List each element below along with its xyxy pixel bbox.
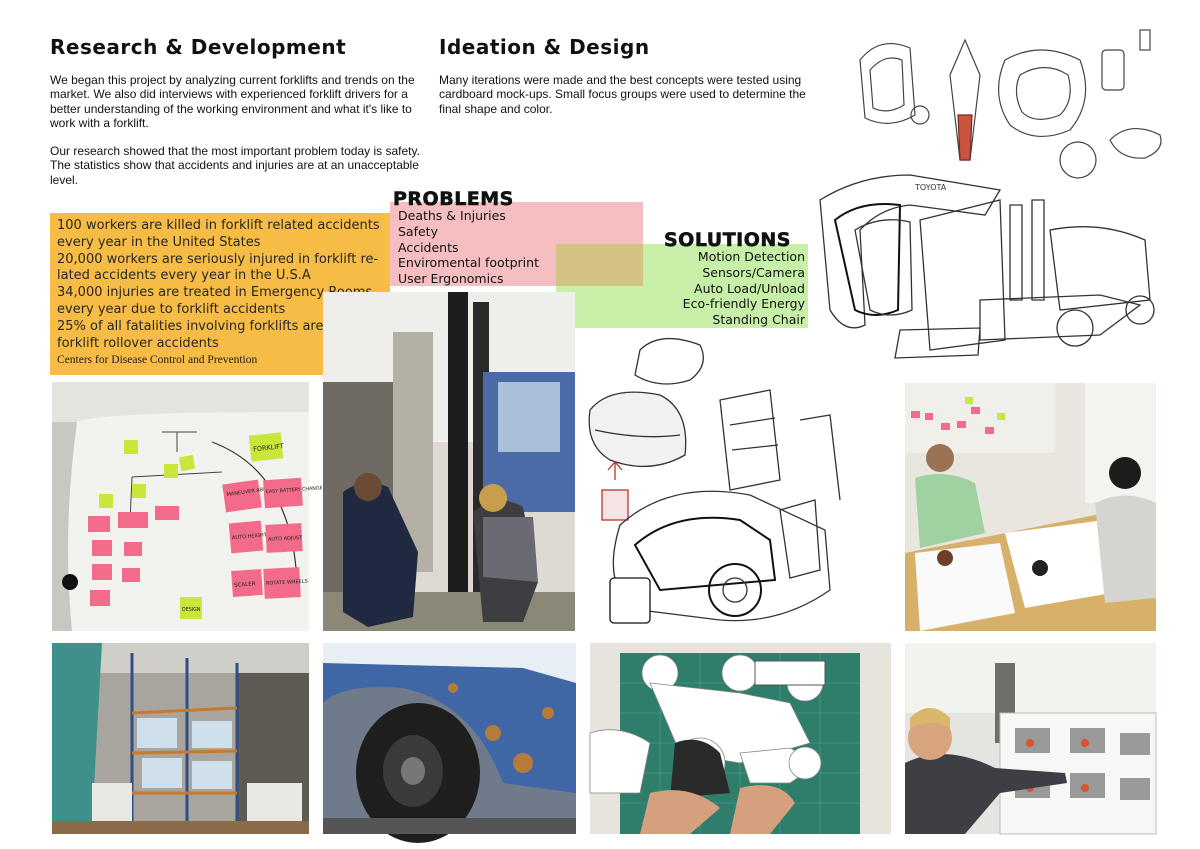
stats-line: every year in the United States — [57, 234, 261, 250]
stats-list: 100 workers are killed in forklift relat… — [50, 213, 390, 352]
photo-design-meeting — [905, 383, 1156, 631]
stats-line: lated accidents every year in the U.S.A — [57, 268, 311, 284]
stats-line: 25% of all fatalities involving forklift… — [57, 318, 370, 334]
problem-item: User Ergonomics — [398, 271, 504, 287]
problems-heading: PROBLEMS — [393, 188, 514, 211]
stats-source: Centers for Disease Control and Preventi… — [57, 354, 258, 367]
problem-item: Enviromental footprint — [398, 255, 539, 271]
stats-line: 34,000 injuries are treated in Emergency… — [57, 285, 373, 301]
solution-item: Auto Load/Unload — [694, 280, 805, 296]
stats-line: every year due to forklift accidents — [57, 301, 286, 317]
photo-user-feedback — [905, 643, 1157, 835]
research-heading: Research & Development — [50, 35, 347, 59]
sticky-label: AUTO HEIGHT FORK — [232, 531, 283, 541]
problem-item: Accidents — [398, 239, 459, 255]
sticky-label: EASY BATTERY CHANGE — [266, 485, 323, 495]
solution-item: Motion Detection — [697, 249, 805, 264]
ideation-heading: Ideation & Design — [439, 35, 650, 59]
sticky-label: AUTO ADJUST — [268, 535, 304, 543]
forklift-brand-label: TOYOTA — [914, 183, 947, 192]
solution-item: Eco-friendly Energy — [682, 296, 805, 312]
overlap-region — [556, 244, 643, 286]
stats-line: 20,000 workers are seriously injured in … — [57, 251, 379, 267]
photo-forklift-inspection — [323, 292, 575, 631]
sticky-label: SCALER — [234, 581, 256, 588]
photo-sticky-note-wall: FORKLIFT MANEUVER ABILITY EASY BATTERY C… — [52, 382, 323, 631]
photo-cardboard-mockups — [589, 643, 891, 834]
ideation-text: Many iterations were made and the best c… — [439, 73, 819, 116]
research-text: We began this project by analyzing curre… — [50, 73, 425, 187]
research-paragraph-2: Our research showed that the most import… — [50, 144, 420, 187]
sketch-forklift-main — [580, 330, 890, 630]
sketch-steering-wheels — [840, 20, 1200, 190]
sticky-label: ROTATE WHEELS — [266, 579, 308, 587]
stats-line: 100 workers are killed in forklift relat… — [57, 218, 380, 233]
solutions-heading: SOLUTIONS — [664, 229, 791, 252]
ideation-paragraph-1: Many iterations were made and the best c… — [439, 73, 806, 116]
solution-item: Standing Chair — [712, 312, 805, 328]
research-paragraph-1: We began this project by analyzing curre… — [50, 73, 415, 130]
solution-item: Sensors/Camera — [702, 264, 805, 280]
photo-forklift-wheel — [323, 643, 576, 843]
sketch-forklift-top: TOYOTA — [800, 160, 1200, 375]
sticky-label: DESIGN — [182, 607, 201, 613]
solutions-list: Motion Detection Sensors/Camera Auto Loa… — [640, 249, 805, 328]
problem-item: Deaths & Injuries — [398, 208, 506, 223]
sticky-label: FORKLIFT — [253, 442, 284, 453]
stats-line: forklift rollover accidents — [57, 335, 219, 351]
problem-item: Safety — [398, 223, 438, 239]
problems-list: Deaths & Injuries Safety Accidents Envir… — [398, 208, 539, 287]
photo-warehouse-shelves — [52, 643, 309, 834]
